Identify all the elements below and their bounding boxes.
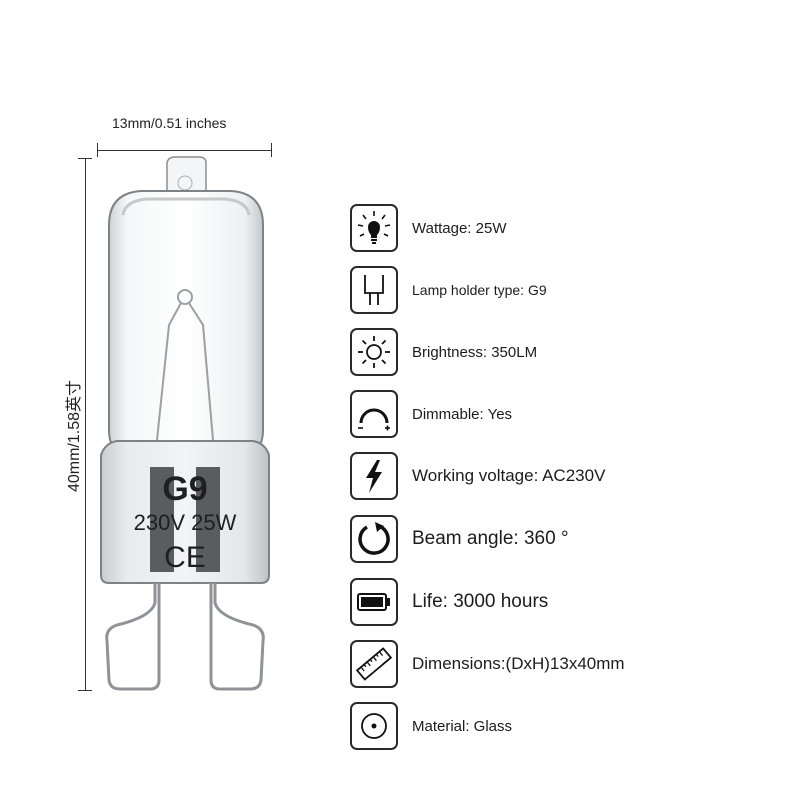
feature-label: Dimensions:(DxH)13x40mm [412, 654, 625, 673]
feature-brightness: Brightness: 350LM [350, 326, 537, 378]
g9-bulb-image: G9 230V 25W CE [100, 156, 270, 691]
height-dimension-tick-top [78, 158, 92, 159]
width-dimension-line [97, 150, 272, 151]
target-icon [350, 702, 398, 750]
rotate-icon [350, 515, 398, 563]
battery-icon [350, 578, 398, 626]
bulb-model-text: G9 [162, 470, 207, 508]
width-dimension-label: 13mm/0.51 inches [112, 115, 227, 131]
bulb-icon [350, 204, 398, 252]
feature-label: Wattage: 25W [412, 219, 507, 237]
feature-dimensions: Dimensions:(DxH)13x40mm [350, 638, 625, 690]
bulb-rating-text: 230V 25W [134, 510, 237, 535]
feature-material: Material: Glass [350, 700, 512, 752]
feature-beam-angle: Beam angle: 360 ° [350, 513, 569, 565]
feature-label: Brightness: 350LM [412, 343, 538, 361]
height-dimension-line [85, 158, 86, 690]
feature-dimmable: Dimmable: Yes [350, 388, 512, 440]
lamp-holder-icon [350, 266, 398, 314]
feature-life: Life: 3000 hours [350, 576, 548, 628]
feature-label: Material: Glass [412, 717, 513, 735]
width-dimension-tick-left [97, 143, 98, 157]
height-dimension-tick-bottom [78, 690, 92, 691]
feature-lamp-holder: Lamp holder type: G9 [350, 264, 547, 316]
feature-label: Lamp holder type: G9 [412, 282, 547, 298]
width-dimension-tick-right [271, 143, 272, 157]
feature-wattage: Wattage: 25W [350, 202, 506, 254]
feature-voltage: Working voltage: AC230V [350, 450, 605, 502]
lightning-icon [350, 452, 398, 500]
feature-label: Life: 3000 hours [412, 591, 549, 612]
ce-mark-text: CE [164, 541, 206, 574]
dimmer-icon [350, 390, 398, 438]
ruler-icon [350, 640, 398, 688]
feature-label: Dimmable: Yes [412, 405, 513, 423]
feature-label: Working voltage: AC230V [412, 466, 606, 485]
height-dimension-label: 40mm/1.58英寸 [66, 379, 83, 493]
sun-icon [350, 328, 398, 376]
feature-label: Beam angle: 360 ° [412, 528, 569, 549]
